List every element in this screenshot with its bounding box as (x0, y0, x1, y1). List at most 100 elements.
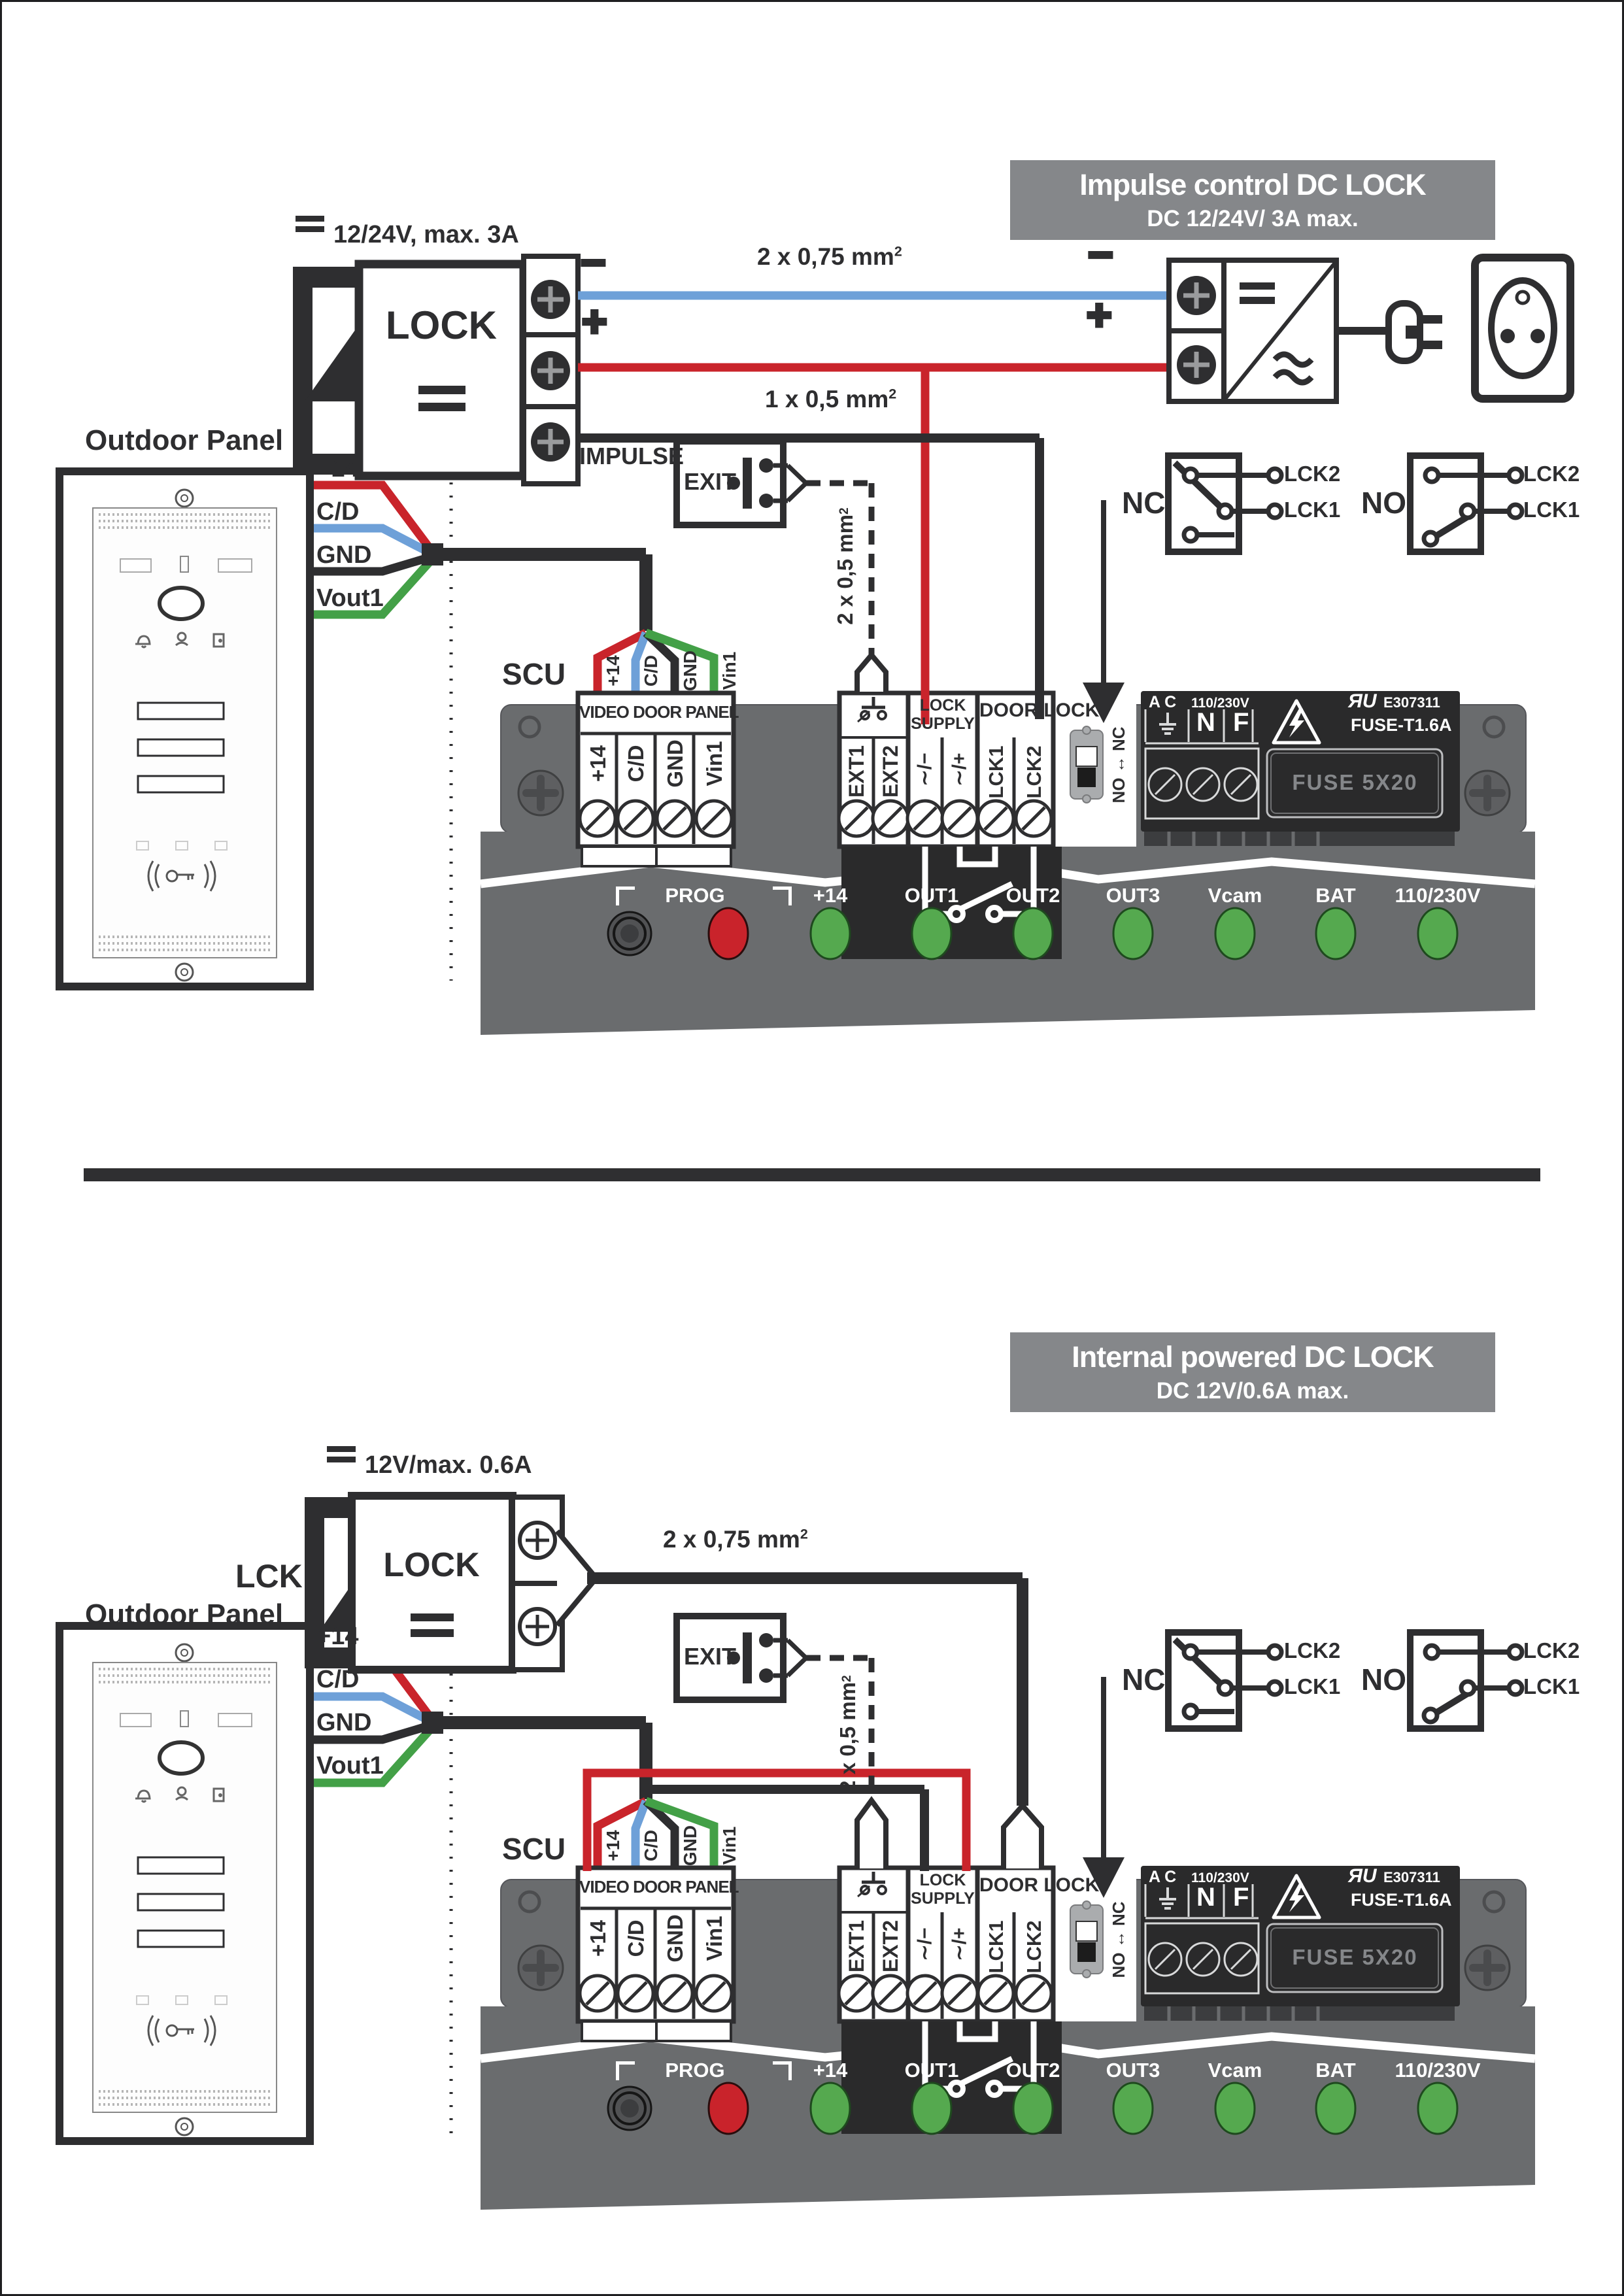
terminal-label-gnd: GND (662, 1914, 687, 1963)
ac-f-label: F (1233, 708, 1249, 737)
video-door-panel-title: VIDEO DOOR PANEL (579, 1877, 739, 1897)
exit-label: EXIT (684, 1643, 737, 1670)
terminal-label-ls-plus: ∼/+ (949, 1927, 970, 1961)
impulse-header-subtitle: DC 12/24V/ 3A max. (1147, 206, 1359, 231)
panel-wire-label-14: +14 (316, 1623, 359, 1650)
fan-label-vin1: Vin1 (719, 651, 739, 690)
internal-header-subtitle: DC 12V/0.6A max. (1156, 1378, 1349, 1404)
terminal-label-14: +14 (585, 1920, 610, 1957)
led-label-out2: OUT2 (1006, 884, 1060, 907)
panel-wire-label-14: +14 (316, 455, 359, 482)
fuse-holder-label: FUSE 5X20 (1292, 1945, 1418, 1969)
terminal-label-cd: C/D (623, 745, 648, 783)
panel-wire-label-cd: C/D (316, 498, 360, 526)
no-label: NO (1361, 486, 1406, 520)
ac-n-label: N (1196, 1883, 1215, 1912)
terminal-label-ls-minus: ∼/− (914, 1927, 936, 1961)
nc-lck2-label: LCK2 (1284, 462, 1341, 486)
nc-lck2-label: LCK2 (1284, 1638, 1341, 1663)
prog-label: PROG (665, 2059, 725, 2082)
section-divider (84, 1168, 1540, 1181)
fan-label-gnd: GND (680, 650, 700, 692)
led-label-out3: OUT3 (1106, 2059, 1160, 2082)
door-lock-title: DOOR LOCK (979, 700, 1100, 721)
mains-socket-icon (1471, 254, 1574, 403)
lock-supply-title: LOCK SUPPLY (911, 696, 975, 733)
no-lck2-label: LCK2 (1523, 1638, 1580, 1663)
ul-mark: ЯU (1348, 690, 1377, 712)
no-label: NO (1361, 1663, 1406, 1697)
terminal-label-vin1: Vin1 (702, 1916, 726, 1961)
terminal-label-ls-minus: ∼/− (914, 752, 936, 786)
led-label-out3: OUT3 (1106, 884, 1160, 907)
prog-bracket-right (773, 2061, 792, 2080)
terminal-label-ext2: EXT2 (879, 1919, 902, 1973)
ac-voltage-label: 110/230V (1191, 1870, 1249, 1885)
psu-plus-symbol: + (1085, 290, 1113, 339)
door-lock-title: DOOR LOCK (979, 1874, 1100, 1896)
nc-lck1-label: LCK1 (1284, 498, 1341, 522)
lock-label: LOCK (386, 303, 497, 347)
terminal-label-ls-plus: ∼/+ (949, 752, 970, 786)
lock-supply-title: LOCK SUPPLY (911, 1871, 975, 1908)
no-lck2-label: LCK2 (1523, 462, 1580, 486)
panel-wire-label-gnd: GND (316, 1709, 372, 1736)
outdoor-panel-title: Outdoor Panel (85, 424, 284, 456)
led-label-110-230: 110/230V (1395, 2059, 1481, 2082)
panel-wire-label-gnd: GND (316, 541, 372, 569)
terminal-label-lck1: LCK1 (984, 1920, 1007, 1974)
ac-label: A C (1149, 1868, 1177, 1886)
terminal-label-lck2: LCK2 (1022, 745, 1045, 799)
fan-label-cd: C/D (641, 654, 661, 687)
psu-wire-size-label: 2 x 0,75 mm2 (757, 243, 902, 270)
led-label-14: +14 (813, 2059, 848, 2082)
no-lck1-label: LCK1 (1523, 498, 1580, 522)
panel-wire-label-vout1: Vout1 (316, 1752, 384, 1780)
lock-cable-size-label: 2 x 0,75 mm2 (663, 1526, 808, 1553)
ac-n-label: N (1196, 708, 1215, 737)
nc-label: NC (1122, 1663, 1166, 1697)
fan-label-cd: C/D (641, 1829, 661, 1862)
led-label-bat: BAT (1315, 884, 1356, 907)
fan-label-vin1: Vin1 (719, 1826, 739, 1865)
terminal-label-gnd: GND (662, 739, 687, 788)
led-label-vcam: Vcam (1208, 2059, 1262, 2082)
prog-bracket-left (616, 2061, 635, 2080)
lock-minus-symbol: − (579, 238, 607, 286)
terminal-label-vin1: Vin1 (702, 741, 726, 786)
led-label-110-230: 110/230V (1395, 884, 1481, 907)
scu-label: SCU (502, 657, 566, 691)
switch-no-nc-label: NO ↔ NC (1109, 726, 1128, 803)
ul-mark: ЯU (1348, 1865, 1377, 1887)
prog-bracket-left (616, 886, 635, 905)
plug-icon (1385, 300, 1442, 364)
terminal-label-lck1: LCK1 (984, 745, 1007, 799)
led-label-bat: BAT (1315, 2059, 1356, 2082)
led-label-vcam: Vcam (1208, 884, 1262, 907)
internal-section-wiring (305, 1492, 1125, 2144)
fuse-rating-label: FUSE-T1.6A (1351, 715, 1452, 735)
lck-label: LCK (235, 1558, 303, 1595)
led-label-out2: OUT2 (1006, 2059, 1060, 2082)
panel-wire-label-vout1: Vout1 (316, 584, 384, 612)
impulse-header-title: Impulse control DC LOCK (1079, 168, 1427, 201)
led-label-out1: OUT1 (904, 2059, 959, 2082)
lock-rating-label: 12V/max. 0.6A (327, 1446, 532, 1477)
ul-code-label: E307311 (1383, 694, 1440, 711)
ul-code-label: E307311 (1383, 1869, 1440, 1885)
ac-label: A C (1149, 693, 1177, 711)
panel-wire-label-cd: C/D (316, 1666, 360, 1693)
power-supply-drawing (1166, 254, 1574, 404)
terminal-label-lck2: LCK2 (1022, 1920, 1045, 1974)
impulse-terminal-label: IMPULSE (579, 443, 685, 469)
fan-label-gnd: GND (680, 1825, 700, 1866)
dc-symbol-icon (296, 216, 324, 232)
exit-label: EXIT (684, 468, 737, 495)
prog-label: PROG (665, 884, 725, 907)
psu-minus-symbol: − (1087, 230, 1115, 279)
terminal-label-ext1: EXT1 (845, 1919, 868, 1973)
nc-label: NC (1122, 486, 1166, 520)
